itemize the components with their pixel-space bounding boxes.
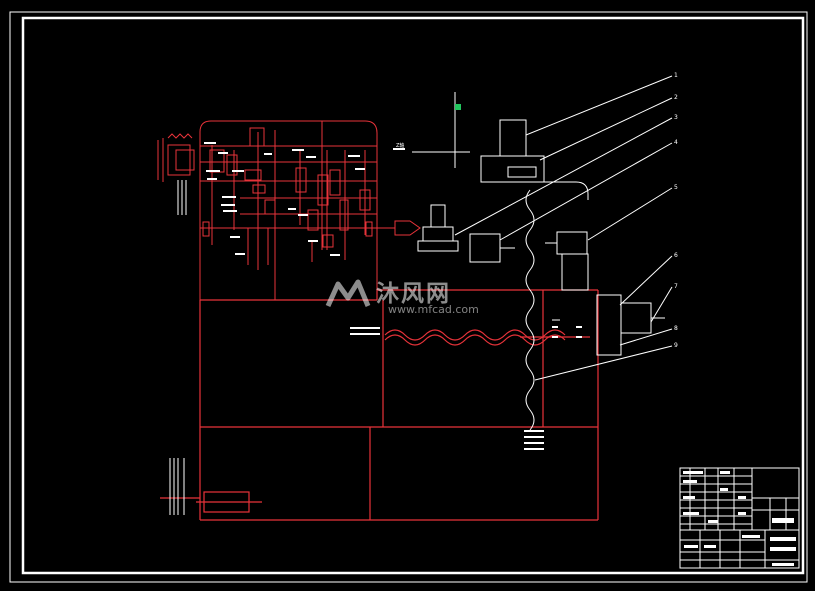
machine-parts — [412, 75, 673, 431]
base-supports — [169, 180, 187, 515]
leader-numbers: 1 2 3 4 5 6 7 8 9 Z轴 — [396, 72, 678, 349]
leader-number-4: 4 — [674, 139, 678, 146]
leader-number-3: 3 — [674, 114, 678, 121]
inner-border — [21, 16, 805, 575]
title-block-text — [683, 471, 796, 566]
leader-number-8: 8 — [674, 325, 678, 332]
mfcad-logo-icon — [325, 279, 371, 308]
bed-frame — [160, 289, 599, 521]
leader-number-6: 6 — [674, 252, 678, 259]
gearbox-annotations — [204, 142, 365, 256]
leader-number-7: 7 — [674, 283, 678, 290]
leader-number-9: 9 — [674, 342, 678, 349]
watermark-url: www.mfcad.com — [388, 303, 479, 316]
watermark-text: 沐风网 — [376, 281, 451, 307]
leader-number-1: 1 — [674, 72, 678, 79]
axis-label: Z轴 — [396, 142, 404, 149]
leader-number-2: 2 — [674, 94, 678, 101]
gearbox-assembly — [157, 120, 421, 300]
outer-border — [9, 11, 808, 583]
watermark: 沐风网 www.mfcad.com — [318, 272, 498, 320]
leader-number-5: 5 — [674, 184, 678, 191]
title-block — [679, 467, 800, 569]
origin-marker — [455, 104, 461, 110]
dimension-labels — [350, 148, 582, 450]
